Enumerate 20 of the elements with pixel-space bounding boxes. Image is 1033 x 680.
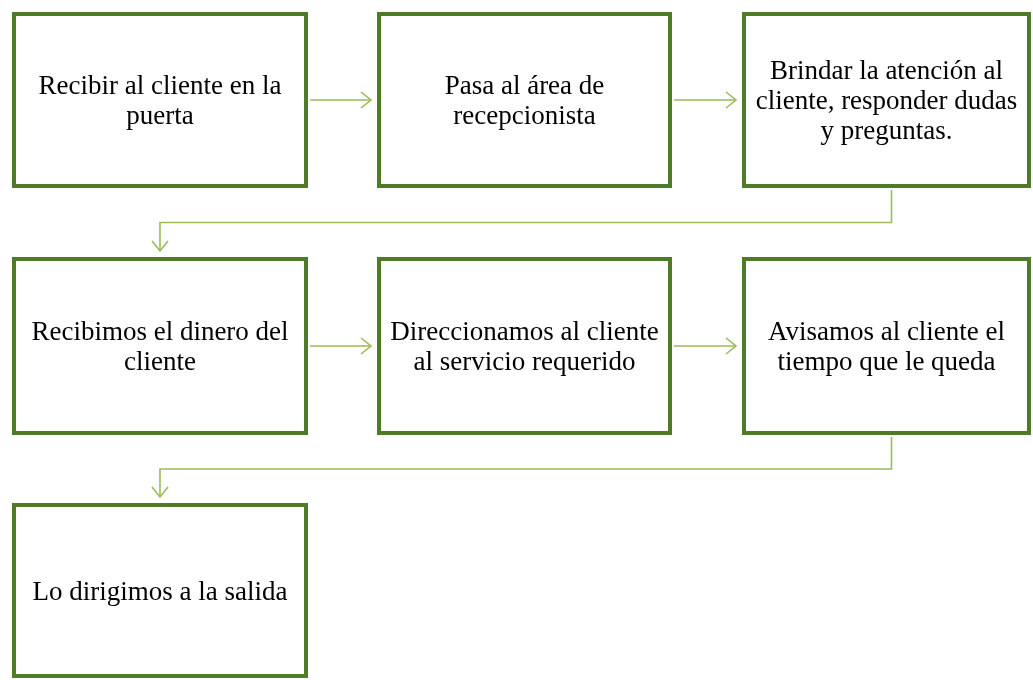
arrow xyxy=(673,337,737,355)
process-box xyxy=(12,503,308,678)
process-box xyxy=(12,12,308,188)
arrow xyxy=(151,436,893,498)
arrow xyxy=(309,337,372,355)
arrow xyxy=(151,189,893,252)
step-text: Lo dirigimos a la salida xyxy=(32,575,288,606)
arrow xyxy=(673,91,737,109)
step-text: Brindar la atención al cliente, responder dudas y preguntas. xyxy=(754,55,1019,145)
arrow xyxy=(309,91,372,109)
step-text: Direccionamos al cliente al servicio requerido xyxy=(389,316,660,376)
step-text: Recibimos el dinero del cliente xyxy=(30,316,290,376)
process-box xyxy=(742,257,1031,435)
step-text: Pasa al área de recepcionista xyxy=(443,70,606,130)
step-text: Avisamos al cliente el tiempo que le queda xyxy=(766,316,1007,376)
step-text: Recibir al cliente en la puerta xyxy=(37,70,283,130)
process-box xyxy=(12,257,308,435)
process-box xyxy=(377,12,672,188)
process-box xyxy=(377,257,672,435)
process-box xyxy=(742,12,1031,188)
